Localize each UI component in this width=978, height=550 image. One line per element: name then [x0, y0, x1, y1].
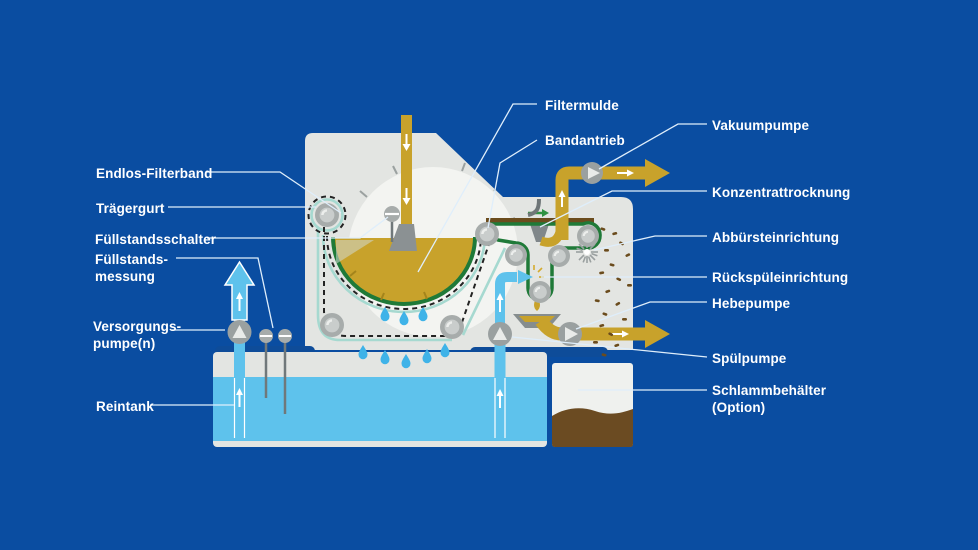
supply-pump-icon [227, 320, 252, 344]
leader-filtermulde [417, 103, 537, 273]
flow-arrow-icon [558, 169, 634, 207]
leader-bandantrieb [487, 139, 538, 229]
leader-lines [150, 103, 708, 406]
roller [440, 315, 464, 339]
carrier-belt [310, 198, 507, 342]
flow-arrow-icon [496, 293, 504, 312]
supply-line [223, 260, 256, 438]
level-probe-icons [259, 329, 292, 414]
clean-water [213, 377, 547, 441]
concentrate-collection [513, 297, 670, 348]
inlet-pipe [389, 115, 417, 251]
roller [577, 225, 599, 247]
inlet-distributor [389, 224, 417, 251]
leader-fuellstandsmessung [176, 257, 274, 329]
label-vakuumpumpe: Vakuumpumpe [712, 118, 810, 133]
belt-drive-roller [475, 222, 499, 246]
label-reintank: Reintank [96, 399, 154, 414]
roller [315, 203, 339, 227]
inflow-shading [336, 240, 374, 264]
roller [529, 281, 551, 303]
roller [505, 244, 527, 266]
roller [548, 245, 570, 267]
level-switch-icon [384, 206, 400, 242]
label-fuellstandsmessung: Füllstands- messung [95, 252, 169, 284]
supply-arrow [223, 260, 256, 321]
clean-water-tank [213, 352, 547, 447]
leader-abbuersteinrichtung [593, 235, 707, 251]
leader-konzentrattrocknung [539, 190, 707, 228]
flow-arrow-icon [612, 330, 629, 338]
filter-band-loop [486, 221, 602, 302]
leader-spuelpumpe [511, 336, 708, 358]
label-konzentrattrocknung: Konzentrattrocknung [712, 185, 851, 200]
label-schlammbehaelter: Schlammbehälter (Option) [712, 383, 827, 415]
label-abbuersteinrichtung: Abbürsteinrichtung [712, 230, 840, 245]
flow-arrow-icon [236, 292, 243, 407]
belt-direction-arrow-icon [542, 209, 549, 217]
leader-fuellstandsschalter [207, 216, 389, 239]
spray-nozzle-icon [518, 270, 533, 284]
leader-hebepumpe [575, 301, 707, 330]
vacuum-pump-icon [581, 162, 603, 184]
label-spuelpumpe: Spülpumpe [712, 351, 787, 366]
flow-arrow-icon [402, 134, 411, 205]
flush-line [488, 322, 512, 438]
sludge [552, 408, 633, 447]
lift-pump-icon [558, 322, 582, 346]
label-fuellstandsschalter: Füllstandsschalter [95, 232, 217, 247]
leader-endlos-filterband [207, 171, 342, 214]
scraper-icon [527, 198, 541, 217]
roller [320, 313, 344, 337]
label-filtermulde: Filtermulde [545, 98, 619, 113]
label-versorgungspumpe: Versorgungs- pumpe(n) [93, 319, 182, 351]
sludge-container [552, 363, 633, 447]
label-bandantrieb: Bandantrieb [545, 133, 625, 148]
label-rueckspueleinrichtung: Rückspüleinrichtung [712, 270, 849, 285]
flow-arrow-icon [496, 389, 504, 408]
label-traegergurt: Trägergurt [96, 201, 165, 216]
belt-rollers [315, 203, 599, 339]
filter-trough [331, 236, 477, 306]
label-hebepumpe: Hebepumpe [712, 296, 791, 311]
vacuum-line [539, 159, 670, 247]
leader-vakuumpumpe [598, 123, 707, 170]
label-endlos-filterband: Endlos-Filterband [96, 166, 213, 181]
flush-pump-icon [488, 322, 512, 346]
